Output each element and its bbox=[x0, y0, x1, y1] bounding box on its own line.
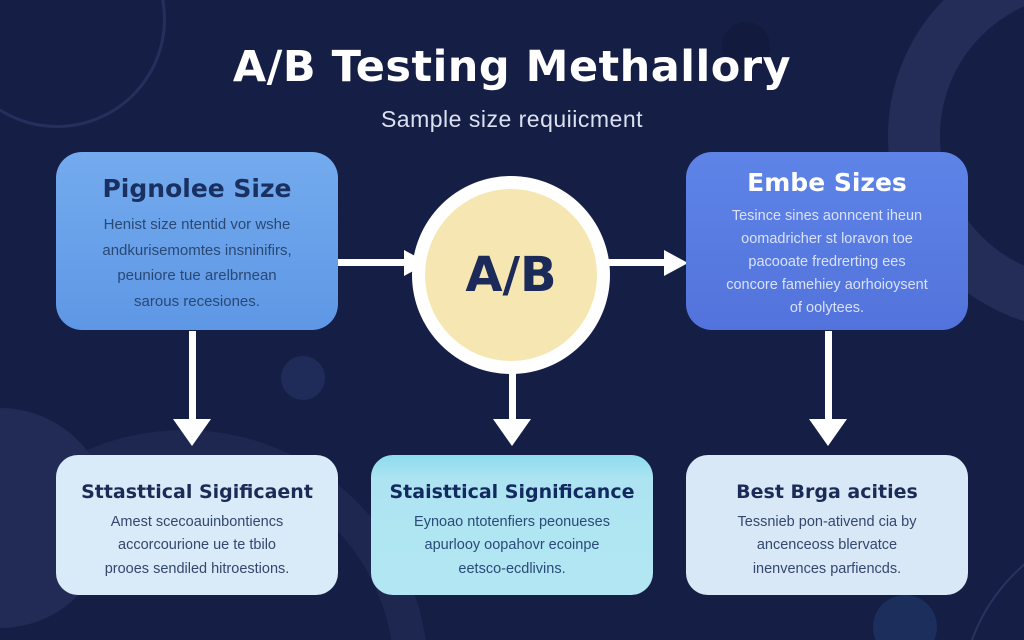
card-sample-size: Pignolee Size Henist size ntentid vor ws… bbox=[56, 152, 338, 330]
page-title: A/B Testing Methallory bbox=[232, 42, 792, 92]
card-title: Sttasttical Sigificaent bbox=[81, 481, 313, 503]
arrow-shaft bbox=[509, 372, 516, 421]
dot-decoration-bottom-right bbox=[873, 595, 937, 640]
card-statistical-significance-center: Staisttical Significance Eynoao ntotenfi… bbox=[371, 455, 653, 595]
arrow-shaft bbox=[825, 331, 832, 421]
card-title: Staisttical Significance bbox=[389, 481, 635, 503]
card-best-practices: Best Brga acities Tessnieb pon-ativend c… bbox=[686, 455, 968, 595]
arrow-head-down-icon bbox=[809, 419, 847, 446]
card-body: Henist size ntentid vor wshe andkurisemo… bbox=[102, 216, 292, 310]
ab-circle: A/B bbox=[425, 189, 597, 361]
arrow-shaft bbox=[608, 259, 666, 266]
card-title: Best Brga acities bbox=[736, 481, 918, 503]
arrow-head-right-icon bbox=[664, 250, 688, 276]
card-effect-sizes: Embe Sizes Tesince sines aonncent iheun … bbox=[686, 152, 968, 330]
dot-decoration-middle bbox=[281, 356, 325, 400]
card-body: Tesince sines aonncent iheun oomadricher… bbox=[726, 208, 928, 316]
arrow-head-down-icon bbox=[173, 419, 211, 446]
arrow-shaft bbox=[189, 331, 196, 421]
card-title: Embe Sizes bbox=[747, 168, 907, 197]
arrow-shaft bbox=[338, 259, 406, 266]
arrow-head-down-icon bbox=[493, 419, 531, 446]
ring-decoration-bottom-right bbox=[960, 520, 1024, 640]
page-subtitle: Sample size requiicment bbox=[380, 106, 644, 132]
ab-label: A/B bbox=[465, 247, 557, 303]
card-body: Amest scecoauinbontiencs accorcourione u… bbox=[104, 514, 290, 577]
card-title: Pignolee Size bbox=[102, 174, 292, 203]
card-body: Eynoao ntotenfiers peonueses apurlooy oo… bbox=[414, 514, 610, 577]
card-body: Tessnieb pon-ativend cia by ancenceoss b… bbox=[737, 514, 917, 577]
card-statistical-significance-left: Sttasttical Sigificaent Amest scecoauinb… bbox=[56, 455, 338, 595]
